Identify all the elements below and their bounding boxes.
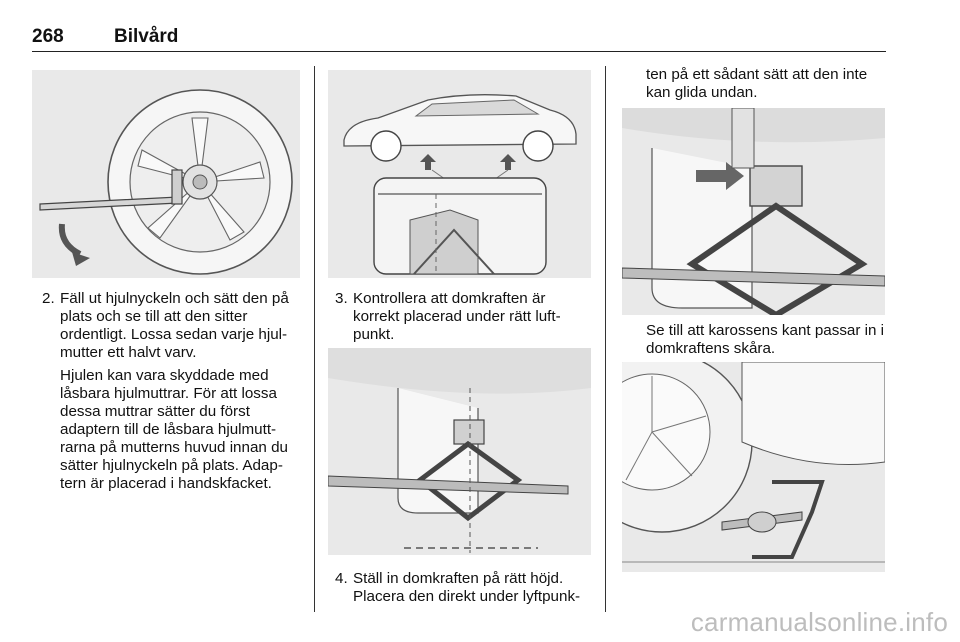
jack-position-illustration bbox=[328, 348, 591, 555]
column-divider-left bbox=[314, 66, 315, 612]
column-divider-right bbox=[605, 66, 606, 612]
notch-fit-note: Se till att karossens kant passar in i d… bbox=[646, 322, 885, 357]
step-2-number: 2. bbox=[42, 290, 55, 307]
section-title: Bilvård bbox=[114, 26, 179, 47]
locking-nut-note: Hjulen kan vara skyddade med låsbara hju… bbox=[60, 367, 288, 492]
step-3-text: Kontrollera att domkraften är korrekt pl… bbox=[353, 290, 561, 343]
page-number: 268 bbox=[32, 26, 64, 47]
step-2-text: Fäll ut hjulnyckeln och sätt den på plat… bbox=[60, 290, 289, 361]
step-4-text: Ställ in domkraften på rätt höjd. Placer… bbox=[353, 570, 581, 605]
step-4-continuation: ten på ett sådant sätt att den inte kan … bbox=[646, 66, 868, 101]
step-3: 3. Kontrollera att domkraften är korrekt… bbox=[335, 290, 591, 344]
step-4: 4. Ställ in domkraften på rätt höjd. Pla… bbox=[335, 570, 591, 606]
step-2: 2. Fäll ut hjulnyckeln och sätt den på p… bbox=[42, 290, 300, 362]
page-header: 268 Bilvård bbox=[32, 26, 886, 52]
watermark: carmanualsonline.info bbox=[690, 607, 948, 637]
step-3-number: 3. bbox=[335, 290, 348, 307]
jack-notch-illustration bbox=[622, 108, 885, 315]
wheel-wrench-illustration bbox=[32, 70, 300, 278]
step-4-number: 4. bbox=[335, 570, 348, 587]
car-lift-points-illustration bbox=[328, 70, 591, 278]
jack-under-car-illustration bbox=[622, 362, 885, 572]
